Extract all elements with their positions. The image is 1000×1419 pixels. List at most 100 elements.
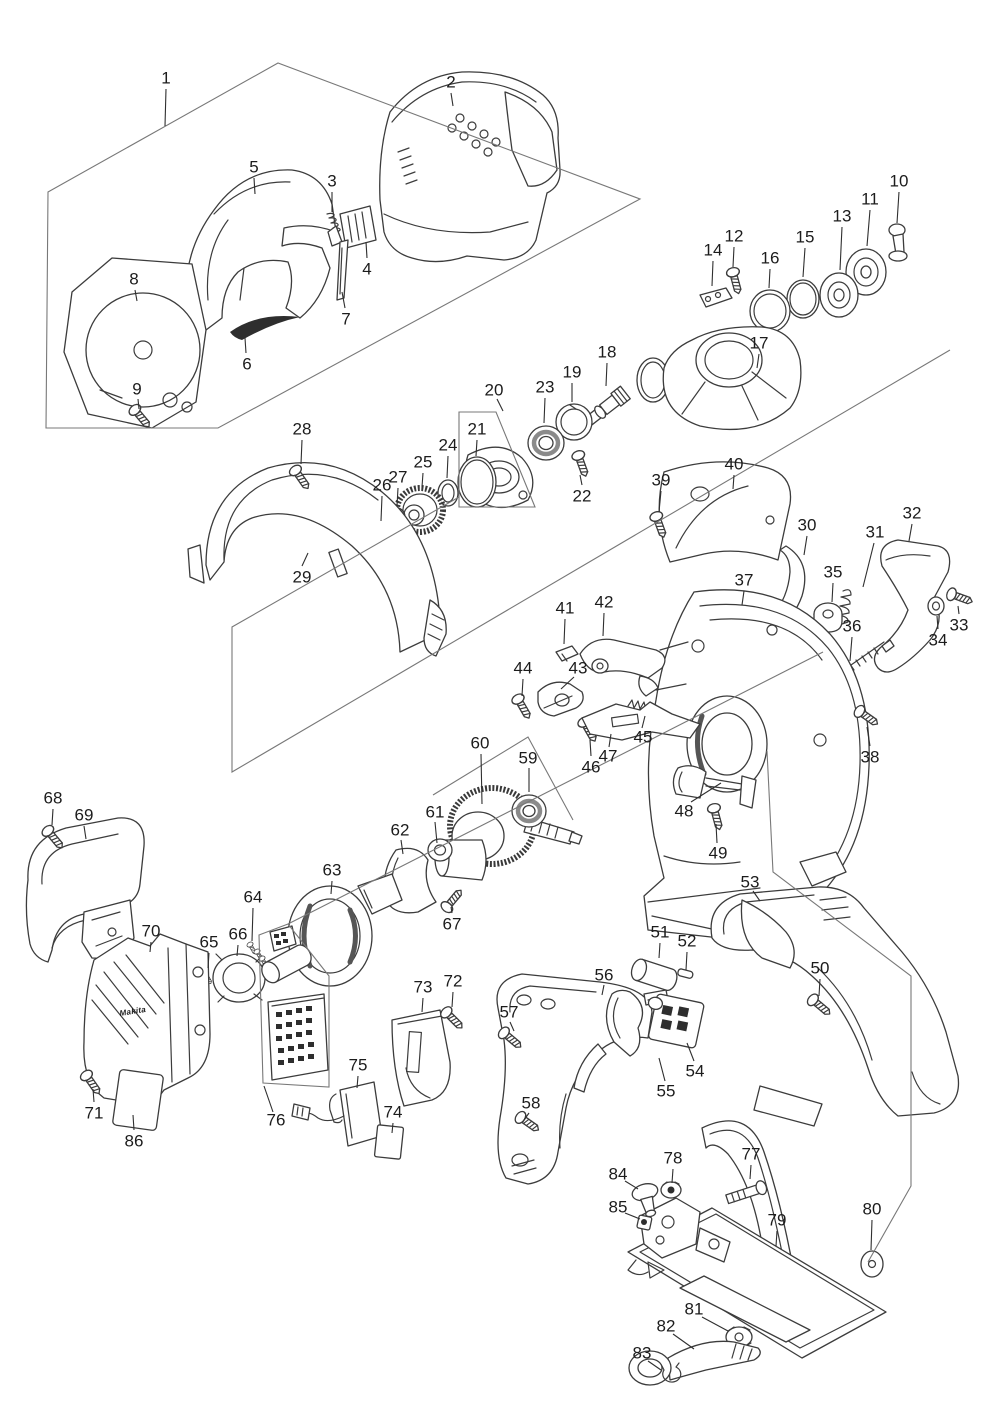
part-label-16: 16 (761, 249, 780, 268)
part-label-22: 22 (573, 487, 592, 506)
part-sketch-base-plate-79 (627, 1197, 887, 1359)
part-label-34: 34 (929, 631, 948, 650)
part-sketch-lockoff-lever-42 (579, 638, 666, 697)
part-sketch-motor-housing-70: Makita (83, 933, 211, 1107)
part-sketch-spring-3 (326, 212, 341, 233)
part-leader-56 (601, 984, 605, 996)
part-label-6: 6 (242, 355, 251, 374)
part-label-76: 76 (267, 1111, 286, 1130)
part-leader-78 (671, 1168, 674, 1184)
part-sketch-handle-right-53 (710, 886, 960, 1127)
part-sketch-blade-plate (63, 257, 207, 429)
part-leader-82 (672, 1333, 695, 1350)
part-label-42: 42 (595, 593, 614, 612)
leader-lines-layer (51, 88, 960, 1371)
part-leader-57 (509, 1021, 515, 1032)
part-leader-85 (624, 1212, 641, 1220)
part-label-45: 45 (634, 728, 653, 747)
part-sketch-clip-14 (699, 287, 733, 308)
part-label-27: 27 (389, 468, 408, 487)
part-leader-41 (563, 618, 566, 645)
part-label-46: 46 (582, 758, 601, 777)
part-label-38: 38 (861, 748, 880, 767)
part-leader-60 (480, 753, 483, 805)
part-leader-23 (543, 397, 546, 424)
part-label-13: 13 (833, 207, 852, 226)
part-label-84: 84 (609, 1165, 628, 1184)
part-leader-47 (608, 733, 612, 748)
part-label-72: 72 (444, 972, 463, 991)
part-sketch-block-41 (555, 645, 579, 662)
part-leader-4 (365, 241, 368, 259)
part-sketch-link-43 (537, 681, 584, 717)
part-label-4: 4 (362, 260, 371, 279)
part-leader-20 (496, 398, 504, 412)
part-leader-54 (686, 1042, 695, 1062)
screw-50 (804, 991, 835, 1020)
part-label-25: 25 (414, 453, 433, 472)
part-label-74: 74 (384, 1103, 403, 1122)
part-sketch-bearing-59 (511, 794, 547, 828)
part-leader-67 (450, 906, 453, 914)
part-label-14: 14 (704, 241, 723, 260)
part-label-24: 24 (439, 436, 458, 455)
part-leader-74 (391, 1122, 394, 1134)
part-label-70: 70 (142, 922, 161, 941)
part-label-5: 5 (249, 158, 258, 177)
part-leader-21 (475, 439, 478, 457)
part-leader-18 (605, 362, 608, 387)
part-leader-86 (132, 1114, 135, 1131)
part-label-82: 82 (657, 1317, 676, 1336)
part-leader-58 (523, 1112, 530, 1121)
part-sketch-washer-80 (860, 1250, 884, 1278)
part-sketch-wrench-82 (628, 1340, 761, 1386)
part-leader-49 (715, 823, 718, 844)
part-label-63: 63 (323, 861, 342, 880)
part-leader-52 (685, 951, 688, 971)
group-outline-spindle-flange-subassembly-box (458, 411, 536, 508)
part-leader-33 (957, 605, 960, 615)
part-leader-13 (839, 226, 843, 271)
part-label-77: 77 (742, 1145, 761, 1164)
part-label-60: 60 (471, 734, 490, 753)
screw-22 (569, 448, 593, 480)
part-leader-32 (908, 523, 913, 542)
part-leader-6 (244, 337, 247, 354)
part-label-30: 30 (798, 516, 817, 535)
part-leader-44 (521, 678, 524, 697)
part-label-54: 54 (686, 1062, 705, 1081)
part-sketch-bearing-23 (527, 425, 565, 461)
part-label-23: 23 (536, 378, 555, 397)
part-sketch-ring-15 (786, 279, 820, 319)
part-sketch-snap-ring-83 (661, 1362, 682, 1383)
part-sketch-switch-54 (647, 993, 705, 1049)
part-label-64: 64 (244, 888, 263, 907)
part-sketch-label-74 (373, 1124, 405, 1160)
part-leader-7 (341, 291, 346, 309)
part-sketch-inner-flange-13 (819, 272, 859, 318)
part-sketch-safety-cover-17 (662, 326, 802, 431)
part-label-1: 1 (161, 69, 170, 88)
part-sketch-knob-84 (631, 1183, 659, 1218)
part-leader-62 (400, 839, 404, 855)
group-outline-battery-terminal-subassembly-box (258, 923, 330, 1088)
part-sketch-plate-47 (581, 701, 701, 741)
part-label-61: 61 (426, 803, 445, 822)
part-sketch-spindle-18 (585, 385, 631, 426)
part-label-57: 57 (500, 1003, 519, 1022)
part-label-41: 41 (556, 599, 575, 618)
part-sketch-spring-31 (838, 589, 852, 626)
part-leader-36 (849, 636, 853, 662)
part-sketch-label-86 (112, 1069, 164, 1131)
part-leader-34 (936, 615, 939, 630)
part-label-32: 32 (903, 504, 922, 523)
part-label-28: 28 (293, 420, 312, 439)
part-label-36: 36 (843, 617, 862, 636)
part-leader-48 (690, 782, 722, 803)
part-label-68: 68 (44, 789, 63, 808)
part-sketch-lock-ring-19 (555, 403, 593, 441)
part-sketch-armature-60 (434, 785, 583, 881)
part-sketch-bolt-77 (725, 1180, 768, 1205)
part-label-50: 50 (811, 959, 830, 978)
